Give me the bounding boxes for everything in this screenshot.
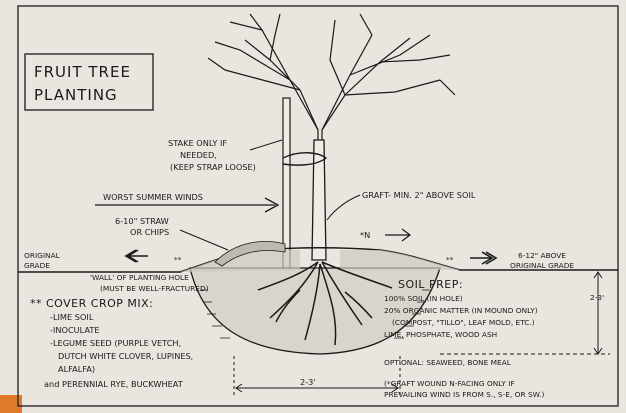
- soil-prep-item: LIME, PHOSPHATE, WOOD ASH: [384, 330, 497, 339]
- soil-prep-header: SOIL PREP:: [398, 278, 463, 291]
- width-label: 2-3': [300, 377, 316, 387]
- soil-prep-footnote-2: PREVAILING WIND IS FROM S., S-E, OR SW.): [384, 390, 544, 399]
- wall-label-2: (MUST BE WELL-FRACTURED): [100, 284, 209, 293]
- title-line-2: PLANTING: [34, 86, 118, 104]
- soil-prep-optional: OPTIONAL: SEAWEED, BONE MEAL: [384, 358, 512, 367]
- cover-crop-item: DUTCH WHITE CLOVER, LUPINES,: [58, 351, 193, 361]
- title-line-1: FRUIT TREE: [34, 63, 131, 81]
- stake-note-3: (KEEP STRAP LOOSE): [170, 162, 256, 172]
- winds-label: WORST SUMMER WINDS: [103, 192, 203, 202]
- stake-note-2: NEEDED,: [180, 150, 217, 160]
- cover-crop-item: -LIME SOIL: [50, 312, 94, 322]
- tree-trunk: [312, 140, 326, 260]
- original-grade-2: GRADE: [24, 261, 50, 270]
- straw-label-2: OR CHIPS: [130, 227, 169, 237]
- depth-label: 2-3': [590, 293, 604, 302]
- original-grade-1: ORIGINAL: [24, 251, 61, 260]
- cover-crop-item: ALFALFA): [58, 364, 95, 374]
- cover-crop-header: ** COVER CROP MIX:: [30, 297, 153, 310]
- soil-prep-footnote-1: (*GRAFT WOUND N-FACING ONLY IF: [384, 379, 515, 388]
- stake-note-1: STAKE ONLY IF: [168, 138, 227, 148]
- soil-prep-item: 100% SOIL (IN HOLE): [384, 294, 463, 303]
- stake: [283, 98, 290, 268]
- cover-crop-item: -INOCULATE: [50, 325, 100, 335]
- above-grade-2: ORIGINAL GRADE: [510, 261, 574, 270]
- graft-label: GRAFT- MIN. 2" ABOVE SOIL: [362, 190, 476, 200]
- above-grade-1: 6-12" ABOVE: [518, 251, 566, 260]
- north-label: *N: [360, 230, 370, 240]
- soil-prep-item: (COMPOST, "TILLO", LEAF MOLD, ETC.): [392, 318, 535, 327]
- wall-label-1: 'WALL' OF PLANTING HOLE: [90, 273, 189, 282]
- straw-label-1: 6-10" STRAW: [115, 216, 169, 226]
- soil-prep-item: 20% ORGANIC MATTER (IN MOUND ONLY): [384, 306, 538, 315]
- left-star: **: [174, 255, 182, 264]
- cover-crop-item: and PERENNIAL RYE, BUCKWHEAT: [44, 379, 184, 389]
- cover-crop-item: -LEGUME SEED (PURPLE VETCH,: [50, 338, 181, 348]
- right-star: **: [446, 255, 454, 264]
